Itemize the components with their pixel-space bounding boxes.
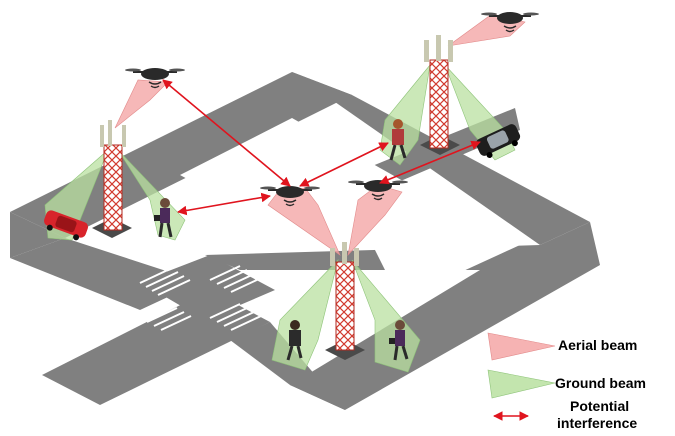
aerial-beam-swatch xyxy=(487,332,556,361)
lot-right xyxy=(360,195,520,300)
legend-aerial-label: Aerial beam xyxy=(558,337,637,353)
legend: Aerial beam Ground beam Potential interf… xyxy=(487,332,646,431)
pedestrian-bottom-right xyxy=(389,320,409,361)
legend-interference-label-1: Potential xyxy=(570,398,629,414)
interference-arrow-2 xyxy=(177,192,271,216)
tower-center xyxy=(325,242,365,360)
ground-beam-swatch xyxy=(487,369,556,399)
legend-interference-label-2: interference xyxy=(557,415,637,431)
drone-top-left xyxy=(125,68,185,89)
legend-aerial: Aerial beam xyxy=(487,332,637,361)
crosswalk-4 xyxy=(209,303,262,331)
crosswalk-1 xyxy=(139,267,191,296)
interference-arrows xyxy=(162,79,481,216)
car-red xyxy=(43,210,89,241)
legend-interference: Potential interference xyxy=(493,398,637,431)
drone-top-right xyxy=(481,12,539,33)
road-lower-left-a xyxy=(10,238,200,310)
road-lower-left-b xyxy=(10,212,65,258)
road-lower-right xyxy=(205,222,600,410)
drone-center-left xyxy=(260,186,320,207)
road-lower-long xyxy=(42,290,270,405)
crosswalks xyxy=(139,265,262,331)
pedestrian-bottom-left xyxy=(286,320,303,361)
legend-ground: Ground beam xyxy=(487,369,646,399)
crosswalk-3 xyxy=(139,303,192,331)
car-black xyxy=(475,124,521,158)
interference-arrow-1 xyxy=(162,79,291,187)
tower-left xyxy=(92,120,132,238)
road-bottom-right xyxy=(230,322,345,410)
pedestrian-left xyxy=(154,198,173,238)
crosswalk-2 xyxy=(209,265,262,293)
intersection xyxy=(140,255,275,320)
interference-arrow-3 xyxy=(299,142,389,187)
interference-arrow-4 xyxy=(379,140,481,185)
ground-beam-center-1 xyxy=(271,258,339,371)
aerial-beam-left xyxy=(114,79,169,129)
legend-ground-label: Ground beam xyxy=(555,375,646,391)
